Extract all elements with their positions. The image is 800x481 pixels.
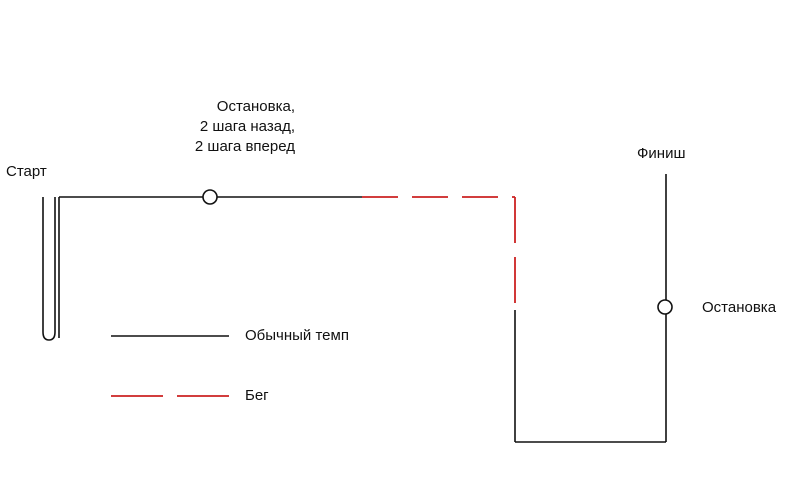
legend-label-normal: Обычный темп — [245, 327, 349, 344]
start-label: Старт — [6, 163, 47, 180]
stop-marker-right — [657, 299, 673, 315]
stop-top-label: Остановка, 2 шага назад, 2 шага вперед — [150, 97, 295, 157]
stop-top-label-line-1: Остановка, — [216, 98, 295, 115]
start-loop — [42, 197, 56, 341]
stop-top-label-line-3: 2 шага вперед — [194, 138, 295, 155]
legend-label-run: Бег — [245, 387, 269, 404]
stop-marker-top — [202, 189, 218, 205]
finish-label: Финиш — [637, 145, 686, 162]
stop-right-label: Остановка — [702, 299, 777, 316]
stop-top-label-line-2: 2 шага назад, — [199, 118, 295, 135]
